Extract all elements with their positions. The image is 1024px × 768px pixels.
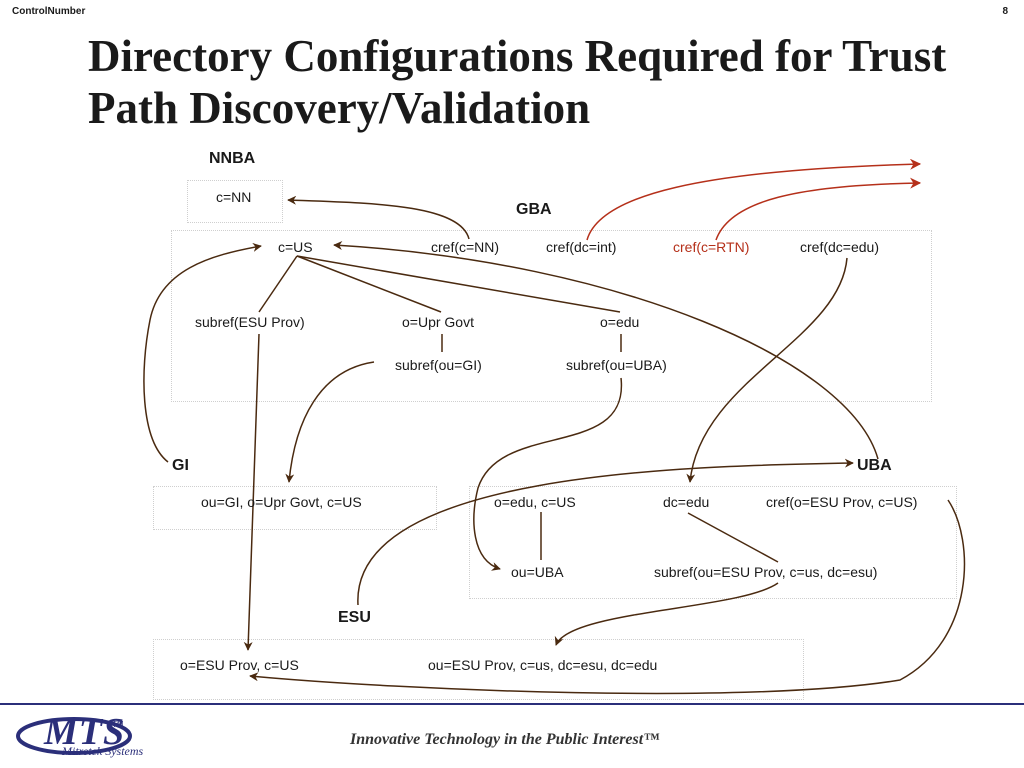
node-cref-dc-int: cref(dc=int) [546,239,617,255]
node-uba-cref-esu: cref(o=ESU Prov, c=US) [766,494,918,510]
slide-title: Directory Configurations Required for Tr… [88,31,947,133]
footer-tagline: Innovative Technology in the Public Inte… [350,731,660,748]
footer-divider [0,703,1024,705]
logo-trademark: TM [112,720,124,729]
arrow-crefesu-to-esu [249,499,966,695]
node-uba-o-edu: o=edu, c=US [494,494,576,510]
page-number: 8 [1002,6,1008,17]
node-cref-c-nn: cref(c=NN) [431,239,500,255]
node-uba-dc-edu: dc=edu [663,494,710,510]
arrow-crefdcint-external [586,158,922,241]
control-number: ControlNumber [12,6,86,17]
node-subref-ou-uba: subref(ou=UBA) [566,357,667,373]
arrow-crefnn-to-cnn [287,195,470,240]
node-uba-subref-esu: subref(ou=ESU Prov, c=us, dc=esu) [654,564,878,580]
node-subref-ou-gi: subref(ou=GI) [395,357,482,373]
gi-box [153,486,437,530]
edge-cus-oedu [296,255,621,313]
node-subref-esu-prov: subref(ESU Prov) [195,314,305,330]
node-esu-ou-esu: ou=ESU Prov, c=us, dc=esu, dc=edu [428,657,658,673]
node-o-edu: o=edu [600,314,640,330]
edge-cus-subref [258,255,298,313]
nnba-box [187,180,283,223]
node-cref-c-rtn: cref(c=RTN) [673,239,750,255]
arrow-subrefuba-to-ouuba [473,377,623,571]
arrow-gi-to-cus [143,242,262,463]
node-cref-dc-edu: cref(dc=edu) [800,239,879,255]
uba-box [469,486,957,599]
edge-cus-oupr [296,255,442,313]
nnba-label: NNBA [209,150,256,167]
arrow-subrefesuprov-to-esu [243,333,260,651]
arrow-crefdcedu-to-dcedu [686,257,848,483]
node-c-us: c=US [278,239,313,255]
node-gi-entry: ou=GI, o=Upr Govt, c=US [201,494,362,510]
node-c-nn: c=NN [216,189,252,205]
arrow-esu-to-uba [357,458,854,606]
arrow-subrefesu-to-esu [554,582,779,646]
esu-label: ESU [338,609,371,626]
uba-label: UBA [857,457,892,474]
logo-swoosh-icon [16,717,132,755]
logo-text: MTS [44,711,126,753]
gi-label: GI [172,457,189,474]
node-esu-o-esu: o=ESU Prov, c=US [180,657,299,673]
arrow-uba-to-cus [333,240,879,460]
node-o-upr-govt: o=Upr Govt [402,314,474,330]
logo-subtitle: Mitretek Systems [62,744,144,758]
arrow-crefcrtn-external [715,177,922,241]
edge-dcedu-subrefesu [687,512,779,563]
arrow-subrefgi-to-gi [285,361,375,483]
node-uba-ou-uba: ou=UBA [511,564,564,580]
gba-box [171,230,932,402]
gba-label: GBA [516,201,552,218]
